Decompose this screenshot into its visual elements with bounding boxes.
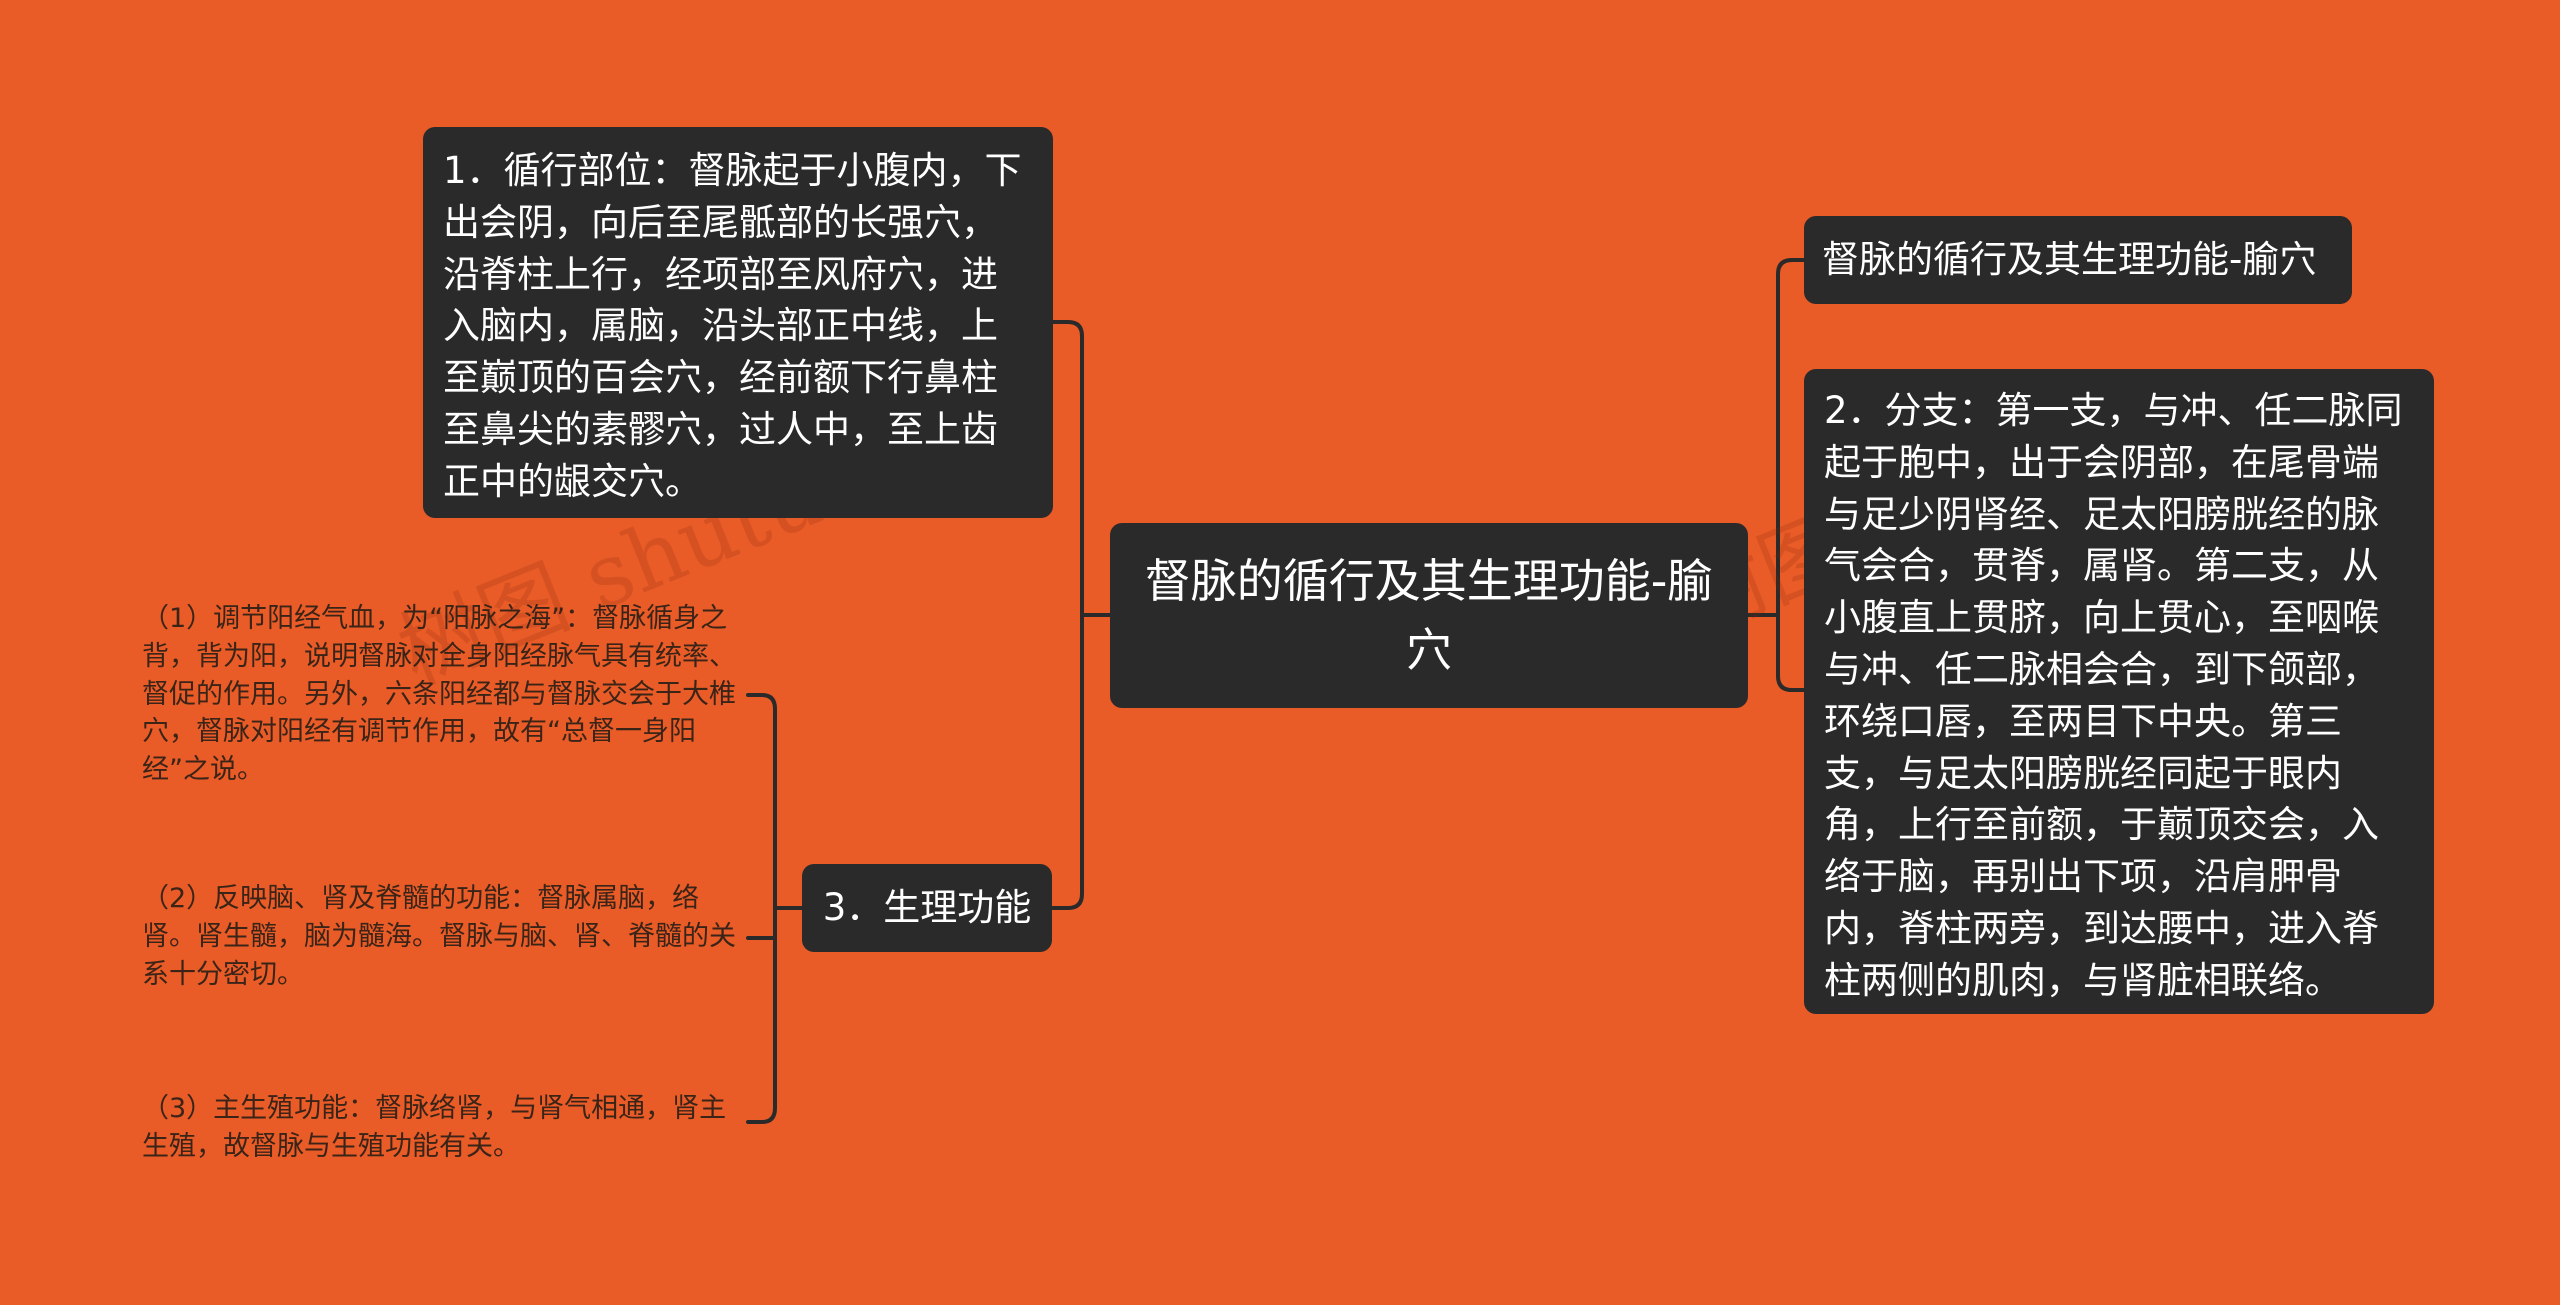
branch-function[interactable]: 3．生理功能 (802, 864, 1052, 952)
branch-title-label: 督脉的循行及其生理功能-腧穴 (1822, 238, 2317, 282)
branch-branches[interactable]: 2．分支：第一支，与冲、任二脉同起于胞中，出于会阴部，在尾骨端与足少阴肾经、足太… (1804, 369, 2434, 1014)
branch-title[interactable]: 督脉的循行及其生理功能-腧穴 (1804, 216, 2352, 304)
branch-branches-text: 2．分支：第一支，与冲、任二脉同起于胞中，出于会阴部，在尾骨端与足少阴肾经、足太… (1824, 389, 2403, 1002)
connector-leaves-bracket (746, 693, 777, 1124)
leaf-function-1-text: （1）调节阳经气血，为“阳脉之海”：督脉循身之背，背为阳，说明督脉对全身阳经脉气… (142, 603, 736, 786)
leaf-function-3-text: （3）主生殖功能：督脉络肾，与肾气相通，肾主生殖，故督脉与生殖功能有关。 (142, 1093, 727, 1162)
connector-left-bracket (1051, 320, 1084, 910)
central-topic-label: 督脉的循行及其生理功能-腧穴 (1144, 554, 1714, 677)
branch-course-text: 1．循行部位：督脉起于小腹内，下出会阴，向后至尾骶部的长强穴，沿脊柱上行，经项部… (443, 149, 1022, 503)
leaf-function-3[interactable]: （3）主生殖功能：督脉络肾，与肾气相通，肾主生殖，故督脉与生殖功能有关。 (142, 1090, 740, 1166)
leaf-function-1[interactable]: （1）调节阳经气血，为“阳脉之海”：督脉循身之背，背为阳，说明督脉对全身阳经脉气… (142, 600, 740, 789)
branch-function-label: 3．生理功能 (822, 886, 1032, 930)
branch-course[interactable]: 1．循行部位：督脉起于小腹内，下出会阴，向后至尾骶部的长强穴，沿脊柱上行，经项部… (423, 127, 1053, 518)
leaf-function-2[interactable]: （2）反映脑、肾及脊髓的功能：督脉属脑，络肾。肾生髓，脑为髓海。督脉与脑、肾、脊… (142, 880, 740, 993)
central-topic[interactable]: 督脉的循行及其生理功能-腧穴 (1110, 523, 1748, 708)
leaf-function-2-text: （2）反映脑、肾及脊髓的功能：督脉属脑，络肾。肾生髓，脑为髓海。督脉与脑、肾、脊… (142, 883, 736, 990)
connector-right-bracket (1776, 258, 1806, 692)
